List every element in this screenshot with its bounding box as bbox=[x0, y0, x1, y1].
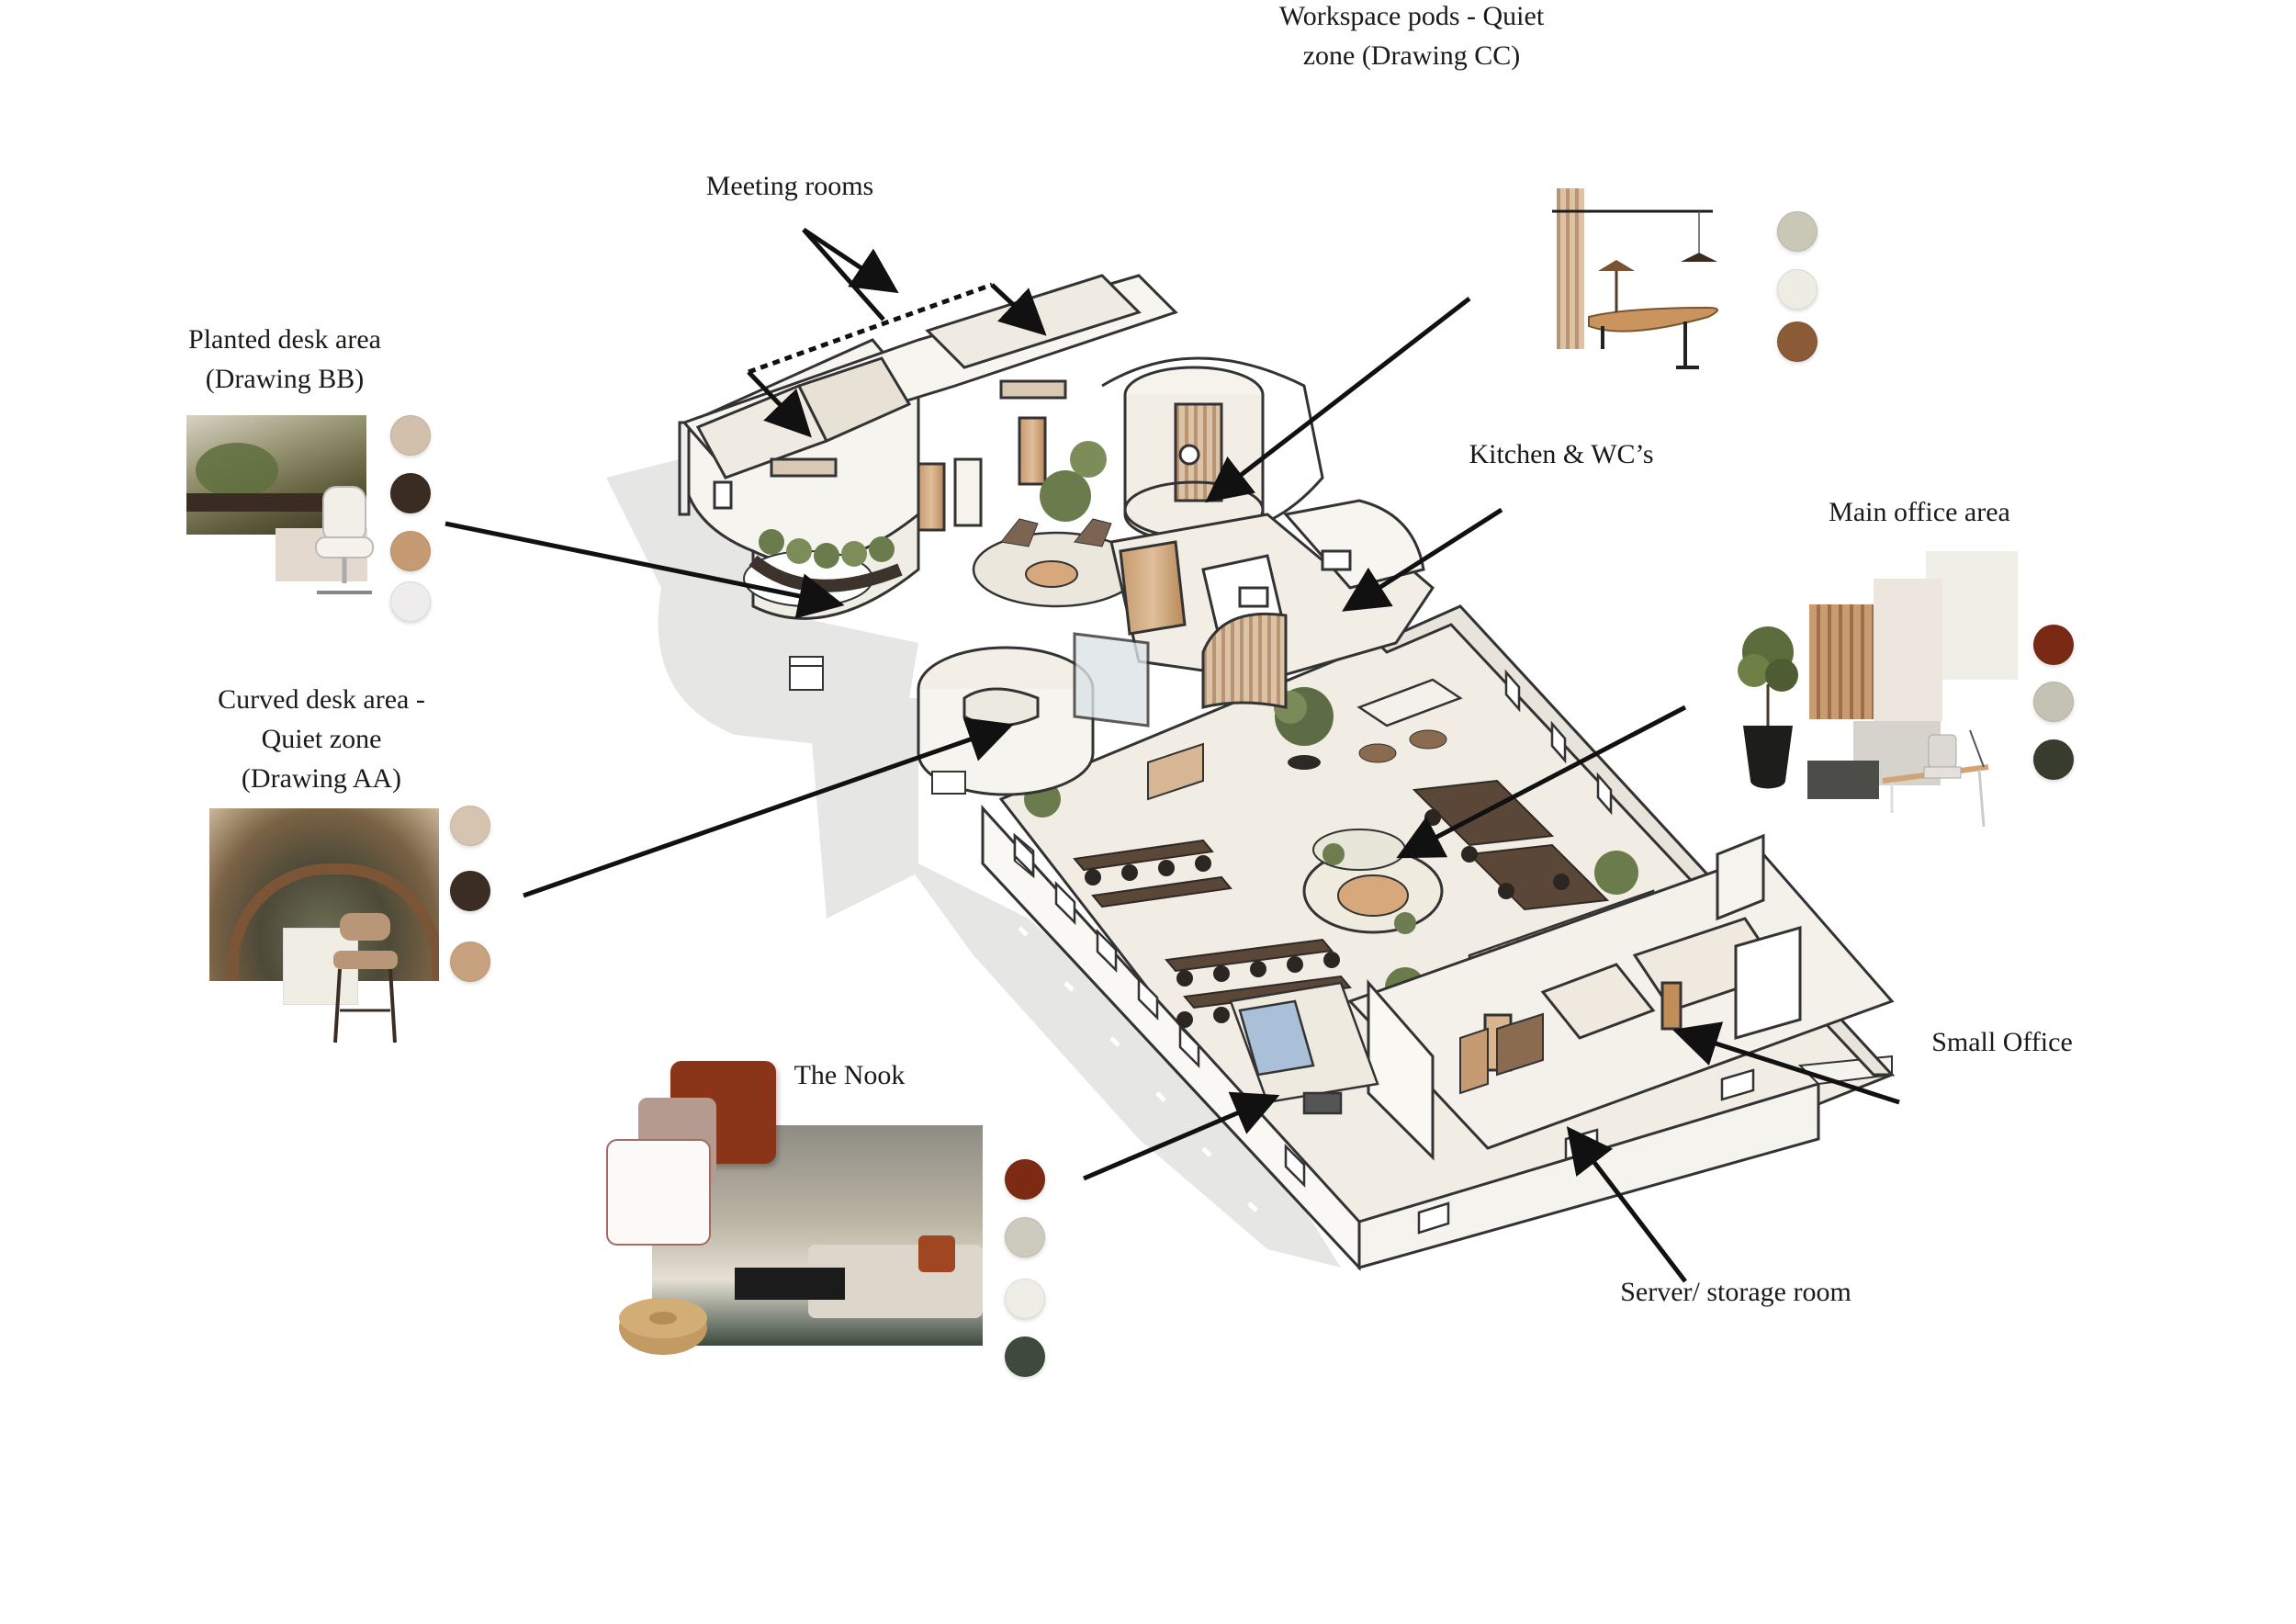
swatch-nook-3 bbox=[1005, 1279, 1045, 1319]
arrow-server-storage bbox=[1566, 1126, 1687, 1283]
arrow-meeting-a bbox=[802, 227, 899, 294]
workspace-pod bbox=[1123, 366, 1265, 544]
arrow-the-nook bbox=[1083, 1091, 1280, 1181]
swatch-planted-3 bbox=[390, 531, 431, 571]
planted-desk-curve bbox=[748, 529, 903, 592]
arrow-curved-desk bbox=[523, 717, 1014, 898]
plant-icon bbox=[1738, 626, 1798, 789]
swatch-nook-4 bbox=[1005, 1336, 1045, 1377]
label-curved-desk: Curved desk area -Quiet zone(Drawing AA) bbox=[218, 684, 425, 794]
swatch-pods-2 bbox=[1777, 269, 1818, 310]
front-wall-windows bbox=[1013, 832, 1755, 1235]
nook-cushion bbox=[918, 1235, 955, 1272]
swatch-nook-1 bbox=[1005, 1159, 1045, 1200]
swatch-nook-2 bbox=[1005, 1217, 1045, 1257]
swatch-main-3 bbox=[2033, 739, 2074, 780]
swatch-planted-4 bbox=[390, 581, 431, 622]
nook-room bbox=[1229, 981, 1379, 1115]
central-lounge bbox=[1302, 829, 1444, 934]
nook-table bbox=[735, 1268, 845, 1300]
label-server-storage: Server/ storage room bbox=[1620, 1277, 1851, 1307]
label-small-office: Small Office bbox=[1931, 1027, 2073, 1057]
arrow-small-office bbox=[1671, 1021, 1900, 1105]
lounge-sofa bbox=[1356, 678, 1463, 763]
main-office-desk bbox=[1882, 729, 1989, 828]
nook-pouf bbox=[619, 1298, 707, 1355]
back-wall-windows bbox=[1504, 669, 1613, 816]
label-the-nook: The Nook bbox=[793, 1060, 906, 1090]
swatch-main-1 bbox=[2033, 625, 2074, 665]
label-main-office: Main office area bbox=[1829, 497, 2010, 527]
label-planted-desk: Planted desk area(Drawing BB) bbox=[188, 324, 381, 394]
plant-icon bbox=[196, 443, 278, 498]
main-office-plaster bbox=[1874, 579, 1942, 721]
swatch-planted-1 bbox=[390, 415, 431, 456]
chair-icon bbox=[333, 913, 398, 1043]
arrow-main-office bbox=[1396, 705, 1687, 859]
chair-icon bbox=[315, 486, 374, 594]
desk-shape bbox=[186, 493, 366, 512]
main-office-granite bbox=[1807, 761, 1879, 799]
meeting-rooms-pointer bbox=[748, 228, 1047, 375]
middle-lounge bbox=[972, 441, 1141, 608]
shadow-dashes bbox=[1018, 926, 1258, 1212]
swatch-planted-2 bbox=[390, 473, 431, 513]
main-office-block bbox=[981, 604, 1896, 1271]
swatch-main-2 bbox=[2033, 682, 2074, 722]
swatch-curved-2 bbox=[450, 871, 490, 911]
swatch-curved-1 bbox=[450, 806, 490, 846]
arrow-meeting-b bbox=[747, 370, 812, 438]
label-kitchen-wc: Kitchen & WC’s bbox=[1469, 439, 1654, 469]
kitchen-wc-block bbox=[1109, 499, 1435, 709]
swatch-curved-3 bbox=[450, 942, 490, 982]
arrow-icon bbox=[445, 227, 1900, 1283]
swatch-pods-3 bbox=[1777, 321, 1818, 362]
shelving bbox=[1147, 742, 1544, 1095]
nook-cushion-white bbox=[606, 1139, 711, 1246]
swatch-pods-1 bbox=[1777, 211, 1818, 252]
arrow-kitchen bbox=[1342, 507, 1503, 612]
arrow-planted-desk bbox=[445, 521, 845, 619]
workspace-desk-image bbox=[1552, 188, 1718, 369]
label-meeting-rooms: Meeting rooms bbox=[705, 171, 874, 201]
arrow-workspace-pods bbox=[1205, 297, 1471, 503]
